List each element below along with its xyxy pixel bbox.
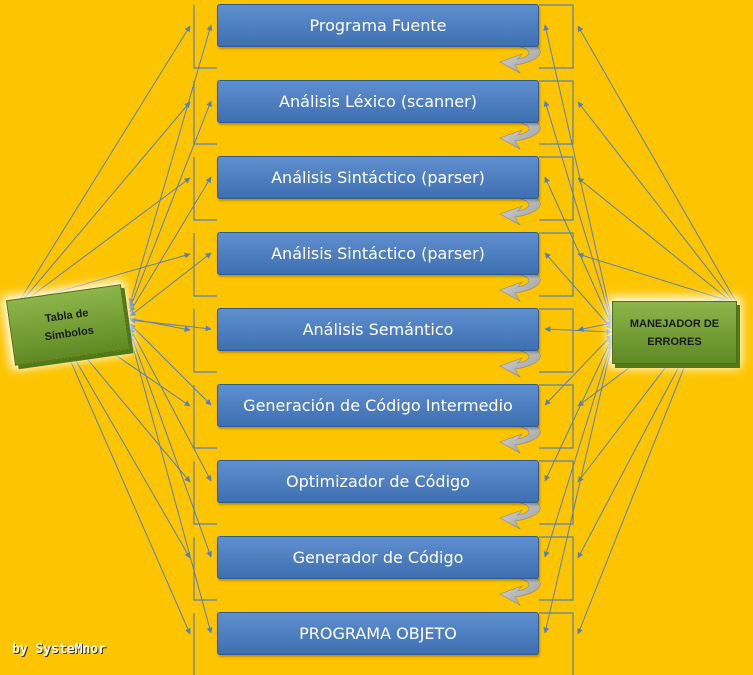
phase-box-2: Análisis Léxico (scanner) bbox=[217, 80, 539, 123]
symbol-table-link-3 bbox=[129, 176, 212, 313]
author-signature: by SysteMnor bbox=[12, 642, 106, 657]
phase-box-5: Análisis Semántico bbox=[217, 308, 539, 351]
error-manager-link-8 bbox=[543, 340, 614, 558]
error-manager-link-2 bbox=[543, 100, 614, 324]
error-manager-label-line2: ERRORES bbox=[647, 335, 702, 348]
phase-box-3: Análisis Sintáctico (parser) bbox=[217, 156, 539, 199]
error-manager-link-1 bbox=[543, 24, 614, 321]
symbol-table-outer-link-1 bbox=[19, 25, 191, 301]
phase-box-9: PROGRAMA OBJETO bbox=[217, 612, 539, 655]
phase-box-4: Análisis Sintáctico (parser) bbox=[217, 232, 539, 275]
symbol-table-link-2 bbox=[129, 100, 212, 309]
error-manager-link-9 bbox=[543, 343, 614, 634]
phase-box-8: Generador de Código bbox=[217, 536, 539, 579]
phase-box-6: Generación de Código Intermedio bbox=[217, 384, 539, 427]
symbol-table-link-9 bbox=[128, 335, 213, 634]
error-manager-link-4 bbox=[544, 252, 613, 330]
error-manager-link-7 bbox=[544, 337, 613, 482]
error-manager-box: MANEJADOR DE ERRORES bbox=[612, 301, 737, 364]
symbol-table-link-4 bbox=[129, 252, 212, 317]
phase-box-1: Programa Fuente bbox=[217, 4, 539, 47]
error-manager-outer-link-2 bbox=[577, 101, 733, 301]
error-manager-outer-link-3 bbox=[577, 177, 730, 301]
error-manager-outer-link-1 bbox=[577, 25, 736, 301]
symbol-table-outer-link-3 bbox=[25, 177, 191, 301]
symbol-table-outer-link-2 bbox=[22, 101, 191, 301]
error-manager-link-6 bbox=[544, 334, 613, 406]
error-manager-link-3 bbox=[544, 176, 613, 327]
error-manager-outer-link-4 bbox=[577, 252, 727, 301]
error-manager-label-line1: MANEJADOR DE bbox=[629, 317, 720, 330]
phase-box-7: Optimizador de Código bbox=[217, 460, 539, 503]
